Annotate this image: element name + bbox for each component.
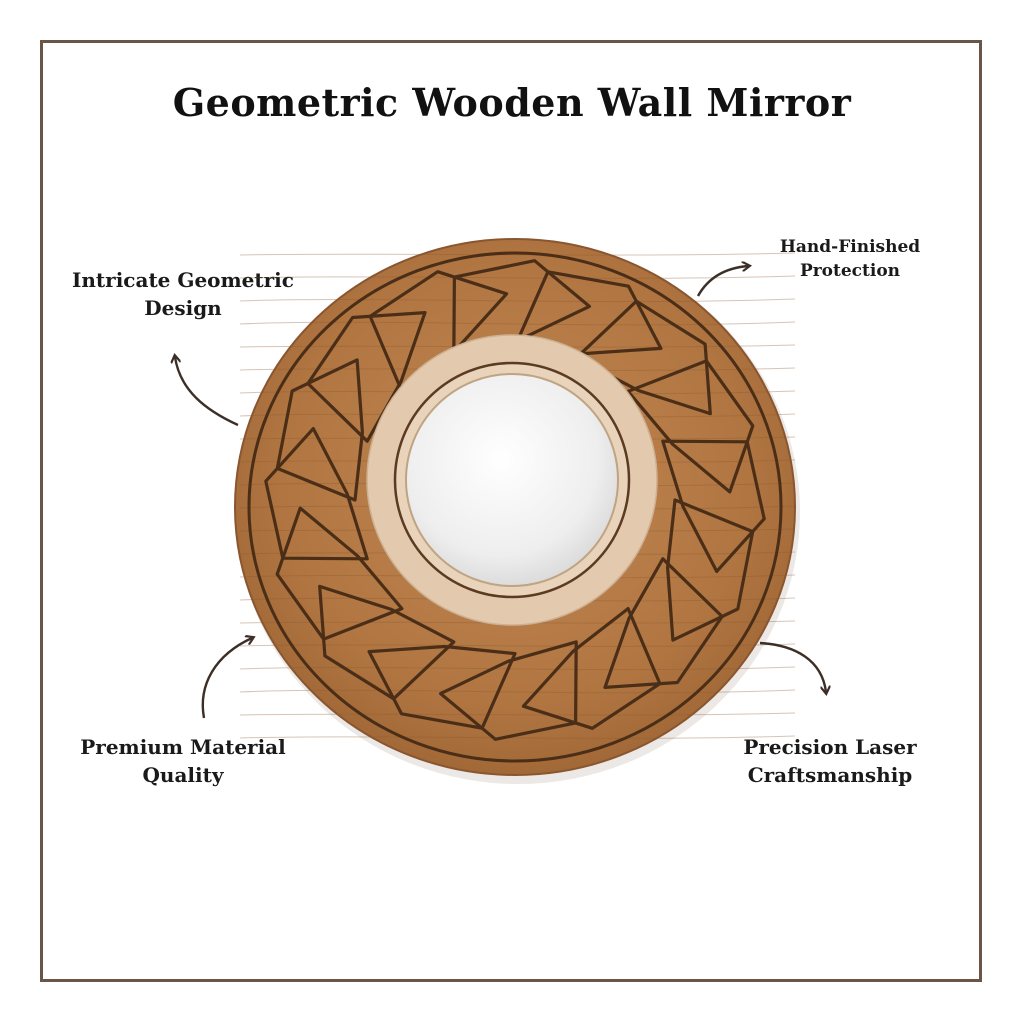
engraved-pentagon	[306, 311, 427, 443]
wood-grain-line	[239, 643, 796, 647]
engraved-pentagon	[275, 506, 404, 641]
engraved-pentagon	[665, 498, 755, 642]
wood-grain-line	[239, 712, 796, 716]
callout-line-2: Design	[144, 296, 222, 320]
callout-line-2: Protection	[799, 260, 901, 281]
engraved-pentagon	[521, 606, 662, 730]
wood-grain-line	[239, 666, 796, 671]
callout-hand-finished: Hand-Finished Protection	[740, 236, 960, 284]
callout-line-1: Precision Laser	[743, 735, 917, 759]
engraved-pentagon	[439, 640, 578, 741]
engraved-pentagon	[603, 557, 724, 690]
wood-grain-line	[239, 321, 796, 326]
arrow-bottom-right	[759, 641, 826, 692]
wood-grain-line	[239, 298, 796, 303]
page-title: Geometric Wooden Wall Mirror	[172, 80, 852, 125]
arrow-bottom-left	[201, 638, 252, 719]
callout-line-1: Hand-Finished	[779, 237, 921, 257]
engraved-pentagon	[264, 427, 369, 561]
engraved-pentagon	[275, 358, 364, 502]
engraved-pentagon	[626, 359, 755, 494]
geometric-engraving	[264, 259, 766, 741]
callout-precision-laser: Precision Laser Craftsmanship	[710, 733, 950, 789]
engraved-pentagon	[574, 299, 712, 416]
arrow-top-right	[696, 266, 748, 297]
callout-intricate-design: Intricate Geometric Design	[58, 266, 308, 322]
arrow-top-left	[175, 357, 239, 427]
engraved-pentagon	[661, 439, 766, 574]
mirror-glass	[405, 373, 619, 587]
callout-line-2: Quality	[142, 763, 224, 787]
callout-premium-material: Premium Material Quality	[58, 733, 308, 789]
engraved-pentagon	[367, 644, 517, 730]
callout-line-2: Craftsmanship	[747, 763, 913, 787]
callout-line-1: Intricate Geometric	[72, 268, 294, 292]
mirror-center	[366, 334, 658, 626]
page-frame	[40, 40, 982, 982]
callout-line-1: Premium Material	[80, 735, 286, 759]
engraved-pentagon	[318, 584, 456, 701]
